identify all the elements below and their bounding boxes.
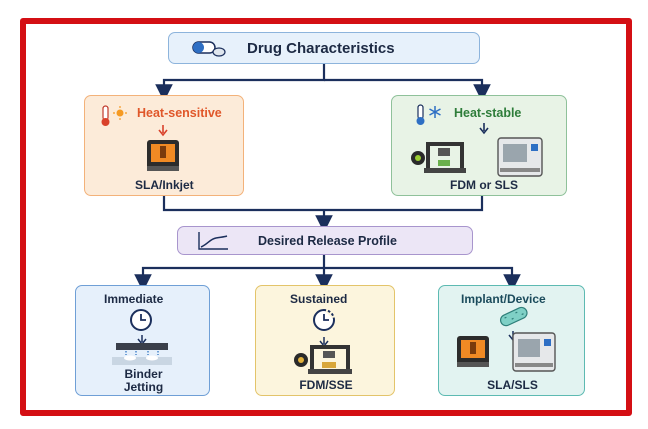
implant-icon — [497, 306, 531, 333]
heat-stable-label: Heat-stable — [454, 106, 522, 120]
down-arrow-icon — [157, 124, 169, 142]
sustained-label: Sustained — [290, 292, 348, 306]
down-arrow-icon — [478, 122, 490, 140]
implant-device-method: SLA/SLS — [487, 378, 538, 392]
sustained-method: FDM/SSE — [299, 378, 353, 392]
sls-printer-icon — [511, 331, 559, 378]
clock-icon — [310, 306, 338, 339]
binder-jet-icon — [110, 341, 174, 372]
release-profile-box: Desired Release Profile — [177, 226, 473, 255]
fdm-printer-icon — [410, 138, 470, 181]
heat-sensitive-method: SLA/Inkjet — [135, 178, 194, 192]
clock-icon — [128, 307, 154, 338]
heat-stable-box: Heat-stable FDM or SLS — [391, 95, 567, 196]
fdm-printer-icon — [292, 342, 356, 381]
page-title: Drug Characteristics — [247, 40, 395, 57]
immediate-method: Binder Jetting — [123, 367, 164, 394]
release-curve-icon — [196, 230, 230, 257]
immediate-box: Immediate Binder Jetting — [75, 285, 210, 396]
sls-printer-icon — [496, 136, 546, 183]
implant-device-box: Implant/Device SLA/SLS — [438, 285, 585, 396]
heat-stable-method: FDM or SLS — [450, 178, 518, 192]
heat-sensitive-label: Heat-sensitive — [137, 106, 222, 120]
capsule-icon — [191, 39, 227, 64]
immediate-label: Immediate — [104, 292, 164, 306]
sla-printer-icon — [453, 334, 493, 375]
thermometer-icon — [99, 104, 129, 133]
release-profile-label: Desired Release Profile — [258, 234, 397, 248]
drug-characteristics-box: Drug Characteristics — [168, 32, 480, 64]
sla-printer-icon — [143, 138, 183, 179]
heat-sensitive-box: Heat-sensitive SLA/Inkjet — [84, 95, 244, 196]
sustained-box: Sustained FDM/SSE — [255, 285, 395, 396]
implant-device-label: Implant/Device — [461, 292, 546, 306]
snowflake-thermometer-icon — [414, 103, 444, 132]
